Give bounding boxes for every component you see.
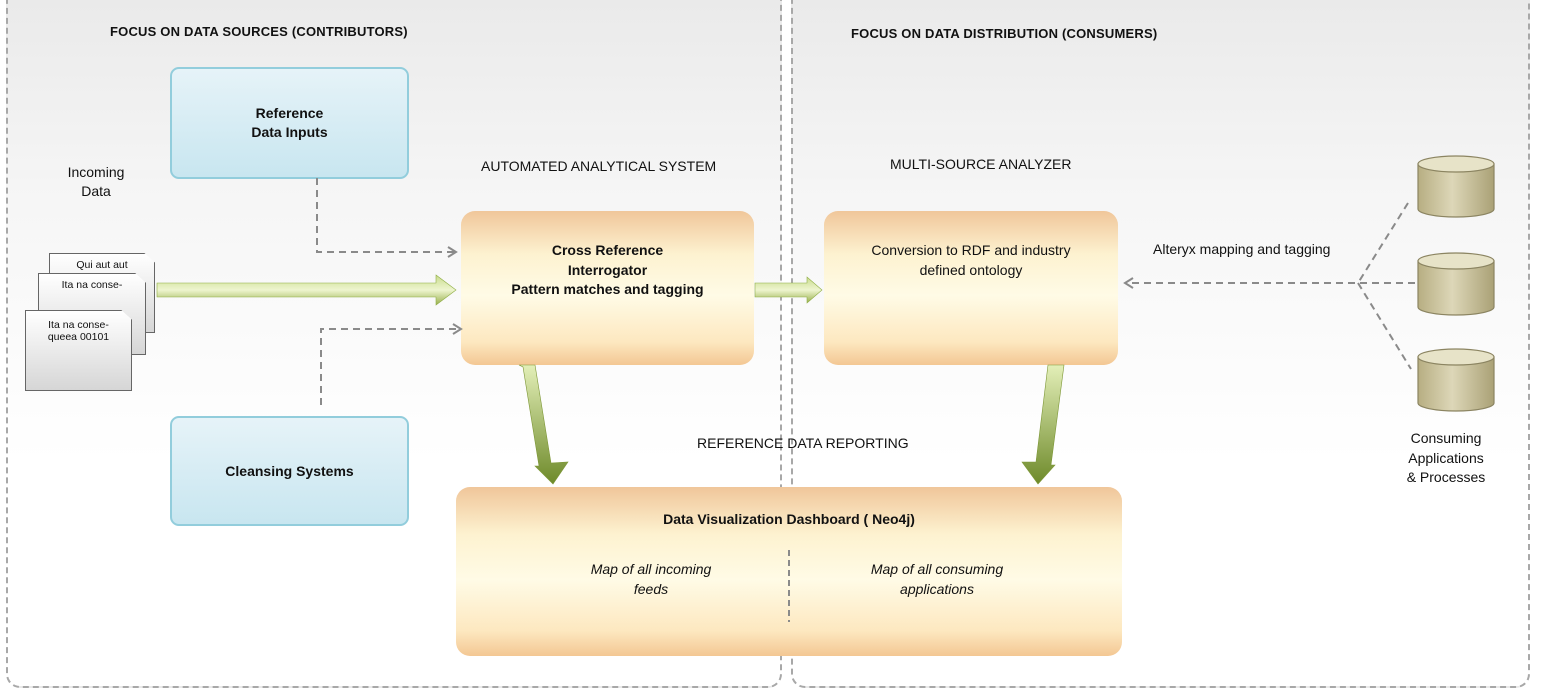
consuming-apps-map: Map of all consuming applications <box>852 560 1022 599</box>
incoming-line2: Data <box>81 183 111 199</box>
cleansing-box-label: Cleansing Systems <box>225 462 354 479</box>
incoming-data-arrow <box>156 274 457 306</box>
database-icon <box>1417 252 1495 316</box>
distribution-heading: FOCUS ON DATA DISTRIBUTION (CONSUMERS) <box>851 26 1158 41</box>
consuming-applications-label: Consuming Applications & Processes <box>1396 429 1496 488</box>
incoming-map-line2: feeds <box>633 580 669 597</box>
database-icon <box>1417 155 1495 218</box>
reference-reporting-label: REFERENCE DATA REPORTING <box>697 435 909 451</box>
incoming-feeds-map: Map of all incoming feeds <box>566 560 736 599</box>
multi-source-label: MULTI-SOURCE ANALYZER <box>890 156 1072 172</box>
conversion-line2: defined ontology <box>919 261 1023 278</box>
document-text: Ita na conse- <box>61 279 123 291</box>
interrogator-to-conversion-arrow <box>754 276 823 304</box>
interrogator-line3: Pattern matches and tagging <box>511 281 704 297</box>
cylinder-branch-bottom <box>1357 282 1412 370</box>
interrogator-line2: Interrogator <box>567 261 648 278</box>
dashboard-title: Data Visualization Dashboard ( Neo4j) <box>663 511 915 527</box>
reference-data-inputs-box: Reference Data Inputs <box>170 67 409 179</box>
conversion-line1: Conversion to RDF and industry <box>871 242 1071 258</box>
consuming-line2: Applications <box>1408 449 1484 466</box>
interrogator-to-dashboard-arrow <box>518 364 569 485</box>
document-text: Qui aut aut <box>76 259 128 271</box>
incoming-map-line1: Map of all incoming <box>590 561 712 577</box>
reference-box-line1: Reference <box>255 105 324 121</box>
rdf-conversion-box: Conversion to RDF and industry defined o… <box>824 211 1118 365</box>
consuming-line1: Consuming <box>1410 430 1482 446</box>
incoming-line1: Incoming <box>67 164 125 180</box>
database-icon <box>1417 348 1495 412</box>
reference-input-connector <box>316 178 458 258</box>
document-text: queea 00101 <box>47 331 110 343</box>
sources-heading: FOCUS ON DATA SOURCES (CONTRIBUTORS) <box>110 24 408 39</box>
document-text: Ita na conse- <box>48 319 109 331</box>
cross-reference-interrogator-box: Cross Reference Interrogator Pattern mat… <box>461 211 754 365</box>
reference-box-line2: Data Inputs <box>251 124 328 140</box>
interrogator-line1: Cross Reference <box>551 242 664 258</box>
consuming-map-line1: Map of all consuming <box>870 561 1004 577</box>
cleansing-systems-box: Cleansing Systems <box>170 416 409 526</box>
conversion-to-dashboard-arrow <box>1021 364 1065 485</box>
alteryx-label: Alteryx mapping and tagging <box>1153 241 1331 257</box>
incoming-data-label: Incoming Data <box>56 163 136 201</box>
cylinder-branch-top <box>1357 202 1409 284</box>
consuming-line3: & Processes <box>1406 469 1486 485</box>
document-icon: Ita na conse- queea 00101 <box>25 310 132 391</box>
cleansing-connector <box>320 323 463 405</box>
automated-system-label: AUTOMATED ANALYTICAL SYSTEM <box>481 158 717 174</box>
consuming-map-line2: applications <box>900 580 974 597</box>
